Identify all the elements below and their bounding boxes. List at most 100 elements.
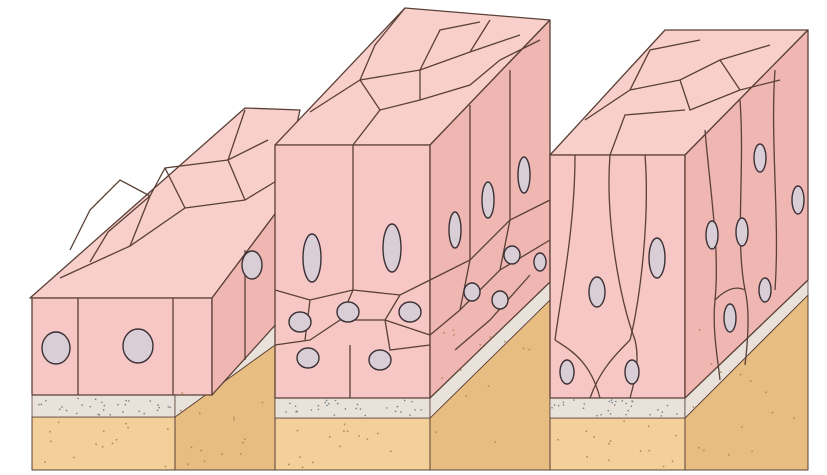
speckle [621,400,623,402]
nucleus [754,144,766,172]
speckle [610,440,612,442]
speckle [311,409,313,411]
speckle [703,449,705,451]
speckle [355,408,357,410]
speckle [289,403,291,405]
speckle [299,456,301,458]
tissue-block-2 [275,8,550,470]
speckle [625,403,627,405]
speckle [187,463,189,465]
speckle [364,415,366,417]
speckle [358,435,360,437]
speckle [377,433,379,435]
speckle [460,369,462,371]
speckle [397,406,399,408]
speckle [657,409,659,411]
speckle [127,427,129,429]
speckle [614,404,616,406]
speckle [609,401,611,403]
speckle [453,329,455,331]
speckle [143,413,145,415]
speckle [296,411,298,413]
speckle [563,404,565,406]
speckle [81,404,83,406]
speckle [101,401,103,403]
speckle [149,400,151,402]
speckle [66,410,68,412]
speckle [180,410,182,412]
speckle [302,466,304,468]
nucleus [383,224,401,272]
speckle [672,460,674,462]
speckle [523,348,525,350]
nucleus [724,304,736,332]
speckle [600,414,602,416]
speckle [661,415,663,417]
speckle [728,454,730,456]
speckle [191,447,193,449]
speckle [61,406,63,408]
speckle [242,442,244,444]
nucleus [369,350,391,370]
speckle [95,443,97,445]
speckle [326,405,328,407]
speckle [110,414,112,416]
speckle [329,436,331,438]
speckle [44,461,46,463]
speckle [558,405,560,407]
speckle [675,435,677,437]
speckle [312,462,314,464]
speckle [640,450,642,452]
speckle [420,409,422,411]
speckle [395,411,397,413]
speckle [318,405,320,407]
nucleus [297,348,319,368]
speckle [328,403,330,405]
nucleus [337,302,359,322]
speckle [720,371,722,373]
speckle [344,423,346,425]
speckle [623,420,625,422]
speckle [741,426,743,428]
speckle [698,447,700,449]
speckle [676,413,678,415]
speckle [138,411,140,413]
speckle [169,407,171,409]
speckle [181,392,183,394]
speckle [337,403,339,405]
speckle [262,402,264,404]
speckle [765,391,767,393]
speckle [489,336,491,338]
speckle [585,430,587,432]
speckle [49,431,51,433]
speckle [50,440,52,442]
nucleus [303,234,321,282]
speckle [627,410,629,412]
speckle [631,400,633,402]
speckle [414,409,416,411]
speckle [386,407,388,409]
speckle [199,413,201,415]
speckle [102,446,104,448]
nucleus [464,283,480,301]
speckle [649,414,651,416]
nucleus [518,157,530,193]
speckle [663,466,665,468]
speckle [158,407,160,409]
speckle [586,456,588,458]
speckle [339,446,341,448]
speckle [699,329,701,331]
speckle [125,404,127,406]
speckle [529,349,531,351]
speckle [58,422,60,424]
speckle [583,408,585,410]
nucleus [399,302,421,322]
nucleus [589,277,605,307]
nucleus [492,291,508,309]
speckle [343,430,345,432]
speckle [453,334,455,336]
speckle [112,442,114,444]
speckle [750,380,752,382]
speckle [557,439,559,441]
